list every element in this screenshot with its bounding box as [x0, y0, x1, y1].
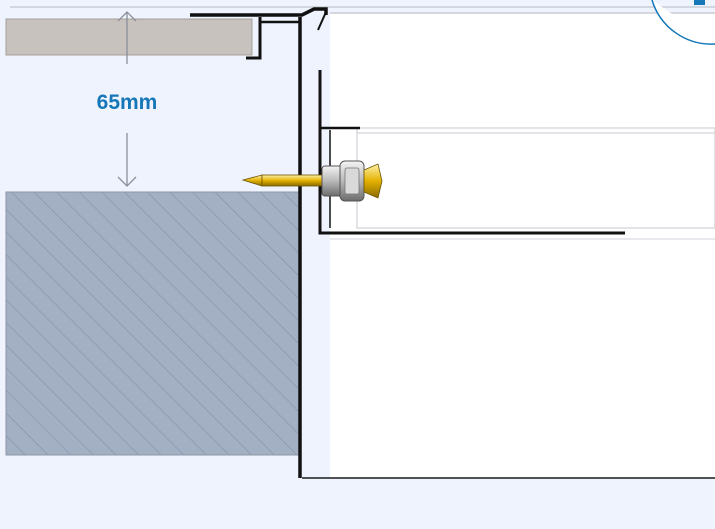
profile-lip: [317, 11, 327, 31]
arrow-head-down: [117, 176, 137, 187]
concrete-slab: [5, 191, 301, 456]
profile-top-flange: [190, 7, 328, 17]
badge-circle: [651, 0, 715, 45]
rail-channel: [356, 127, 715, 229]
bracket-inner-leg: [318, 70, 350, 235]
washer: [321, 165, 343, 197]
screw: [241, 160, 383, 202]
nut-face: [344, 167, 360, 195]
screw-head: [363, 163, 383, 199]
dimension-label: 65mm: [97, 91, 158, 114]
arrow-head-up: [117, 11, 137, 22]
dimension-arrow: [117, 11, 137, 187]
profile-hook: [246, 17, 262, 60]
floor-tile: [5, 18, 253, 56]
badge-mark: [694, 0, 705, 5]
corner-badge: [651, 0, 715, 45]
screw-shank: [261, 174, 325, 187]
cabinet-body: [330, 13, 715, 478]
